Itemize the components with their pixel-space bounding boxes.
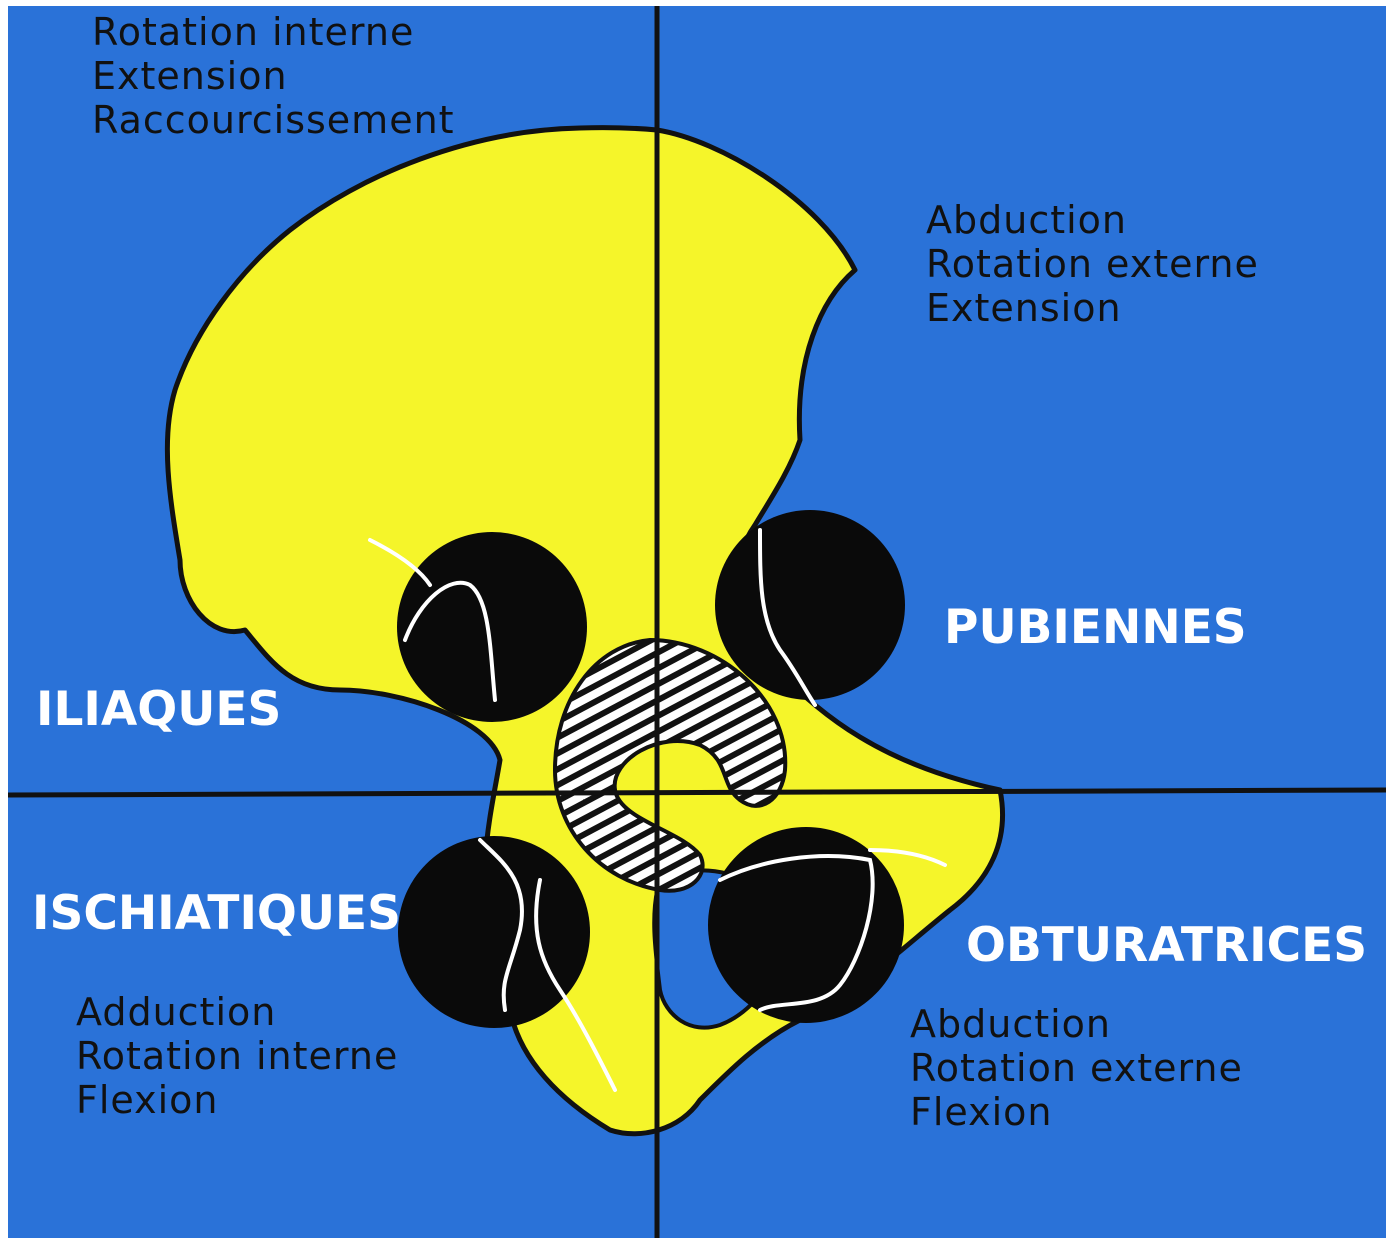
movement-item: Rotation externe	[926, 242, 1259, 286]
node-iliaque	[397, 532, 587, 722]
movement-item: Flexion	[76, 1078, 398, 1122]
movement-item: Adduction	[76, 990, 398, 1034]
movements-top-left: Rotation interne Extension Raccourcissem…	[92, 10, 455, 142]
movement-item: Extension	[92, 54, 455, 98]
label-pubiennes: PUBIENNES	[944, 600, 1247, 655]
label-obturatrices: OBTURATRICES	[966, 918, 1367, 973]
movement-item: Rotation externe	[910, 1046, 1243, 1090]
movement-item: Flexion	[910, 1090, 1243, 1134]
node-ischiatique	[398, 836, 590, 1028]
movement-item: Abduction	[926, 198, 1259, 242]
movement-item: Abduction	[910, 1002, 1243, 1046]
label-ischiatiques: ISCHIATIQUES	[32, 886, 401, 941]
movement-item: Raccourcissement	[92, 98, 455, 142]
movement-item: Rotation interne	[92, 10, 455, 54]
movements-bottom-left: Adduction Rotation interne Flexion	[76, 990, 398, 1122]
movements-top-right: Abduction Rotation externe Extension	[926, 198, 1259, 330]
movements-bottom-right: Abduction Rotation externe Flexion	[910, 1002, 1243, 1134]
movement-item: Extension	[926, 286, 1259, 330]
node-pubienne	[715, 510, 905, 700]
movement-item: Rotation interne	[76, 1034, 398, 1078]
label-iliaques: ILIAQUES	[36, 682, 281, 737]
